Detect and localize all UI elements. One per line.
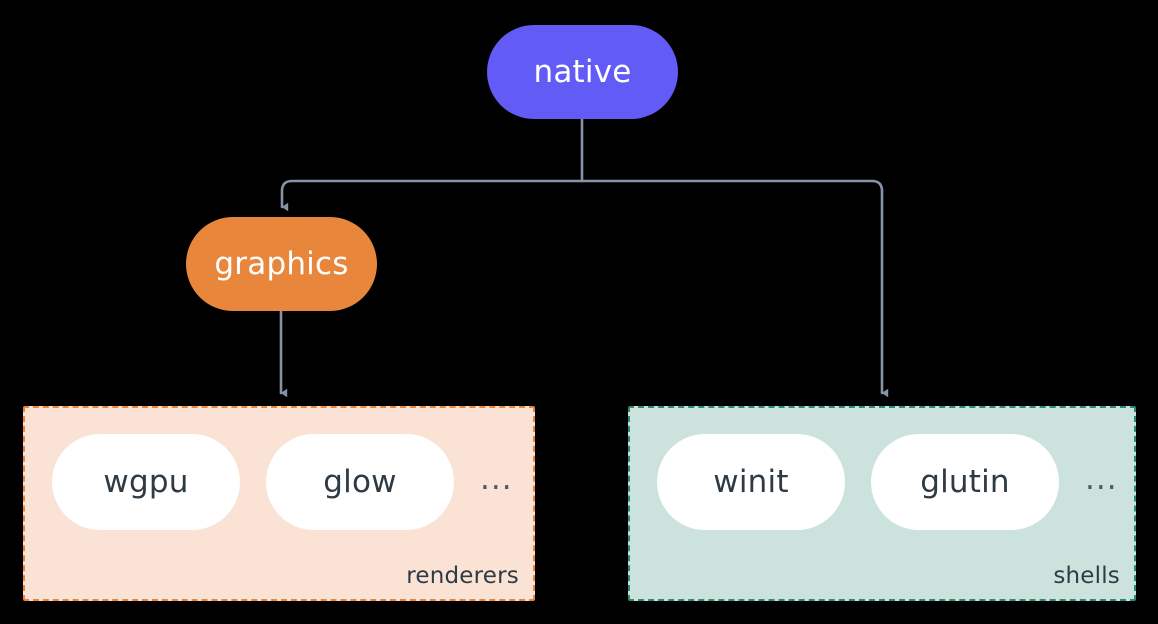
node-graphics-label: graphics xyxy=(214,246,349,282)
leaf-wgpu[interactable]: wgpu xyxy=(52,434,240,530)
group-shells: winit glutin ... shells xyxy=(628,406,1136,601)
leaf-glow-label: glow xyxy=(323,464,397,500)
leaf-winit[interactable]: winit xyxy=(657,434,845,530)
group-shells-label: shells xyxy=(1053,563,1120,589)
leaf-glutin-label: glutin xyxy=(920,464,1010,500)
shells-ellipsis: ... xyxy=(1085,461,1118,497)
node-native-label: native xyxy=(533,54,632,90)
leaf-winit-label: winit xyxy=(713,464,789,500)
edge-native-to-graphics xyxy=(280,179,584,212)
shells-item-row: winit glutin ... xyxy=(630,434,1134,530)
node-native[interactable]: native xyxy=(487,25,678,119)
leaf-glow[interactable]: glow xyxy=(266,434,454,530)
group-renderers: wgpu glow ... renderers xyxy=(23,406,535,601)
leaf-wgpu-label: wgpu xyxy=(103,464,189,500)
group-renderers-label: renderers xyxy=(406,563,519,589)
leaf-glutin[interactable]: glutin xyxy=(871,434,1059,530)
renderers-ellipsis: ... xyxy=(480,461,513,497)
edge-native-to-shells xyxy=(580,179,889,398)
node-graphics[interactable]: graphics xyxy=(186,217,377,311)
renderers-item-row: wgpu glow ... xyxy=(25,434,533,530)
